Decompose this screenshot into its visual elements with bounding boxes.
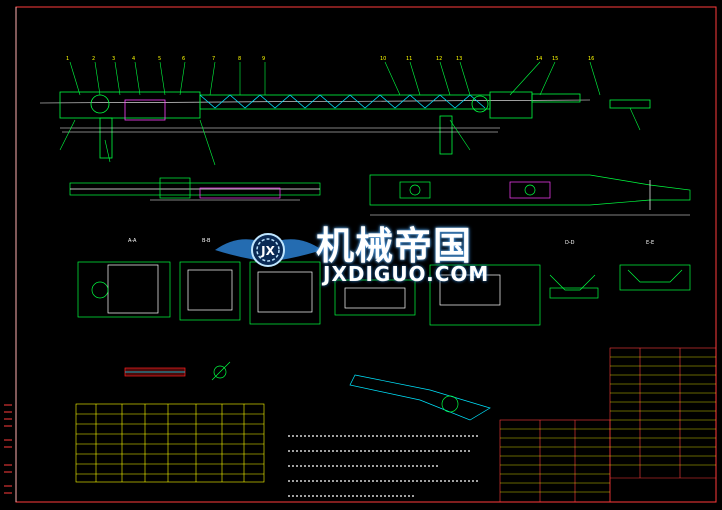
svg-text:1: 1 [66,56,69,62]
svg-text:9: 9 [262,56,265,62]
svg-text:6: 6 [182,56,185,62]
technical-notes [288,435,480,497]
svg-text:12: 12 [436,56,442,62]
side-view-right [369,174,691,216]
section-views [77,261,691,326]
svg-text:8: 8 [238,56,241,62]
watermark-emblem: JX [215,233,322,267]
svg-text:4: 4 [132,56,135,62]
svg-text:3: 3 [112,56,115,62]
bom-rows [500,356,716,493]
drawing-frame [15,6,717,503]
leader-lines-top [59,61,641,166]
detail-views [124,361,491,421]
watermark-title: 机械帝国 [316,224,473,268]
svg-text:2: 2 [92,56,95,62]
svg-text:10: 10 [380,56,386,62]
side-view-left [69,177,321,201]
svg-text:D-D: D-D [565,240,575,246]
svg-text:16: 16 [588,56,594,62]
svg-text:15: 15 [552,56,558,62]
svg-text:11: 11 [406,56,412,62]
svg-text:13: 13 [456,56,462,62]
parameter-table [75,403,265,483]
margin-ticks [4,404,12,494]
svg-text:E-E: E-E [646,240,654,246]
svg-text:B-B: B-B [202,238,211,244]
main-conveyor-view [39,91,651,159]
svg-text:5: 5 [158,56,161,62]
svg-text:14: 14 [536,56,542,62]
watermark-emblem-text: JX [260,244,275,258]
title-block [499,347,717,503]
svg-text:7: 7 [212,56,215,62]
watermark-site: JXDIGUO.COM [323,262,490,286]
svg-text:A-A: A-A [128,238,137,244]
